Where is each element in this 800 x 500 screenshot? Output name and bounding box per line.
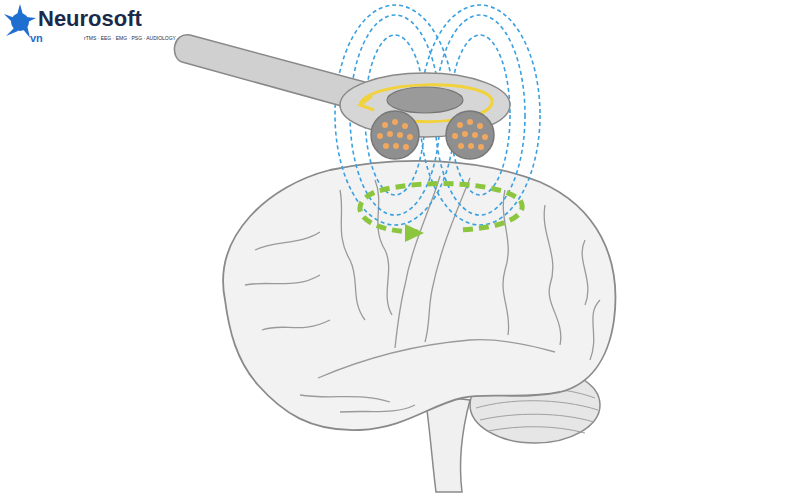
sulci xyxy=(245,176,600,412)
induced-current xyxy=(360,184,522,242)
brand-name-holder: Neurosoft xyxy=(38,6,142,32)
brand-tagline: rTMS · EEG · EMG · PSG · AUDIOLOGY xyxy=(84,35,176,41)
tms-coil xyxy=(174,35,510,159)
brand-suffix: vn xyxy=(30,32,43,44)
brand-suffix-holder: vn xyxy=(30,32,43,44)
brand-name: Neurosoft xyxy=(38,6,142,32)
brand-tagline-holder: rTMS · EEG · EMG · PSG · AUDIOLOGY xyxy=(84,35,176,41)
cerebrum xyxy=(223,161,615,430)
